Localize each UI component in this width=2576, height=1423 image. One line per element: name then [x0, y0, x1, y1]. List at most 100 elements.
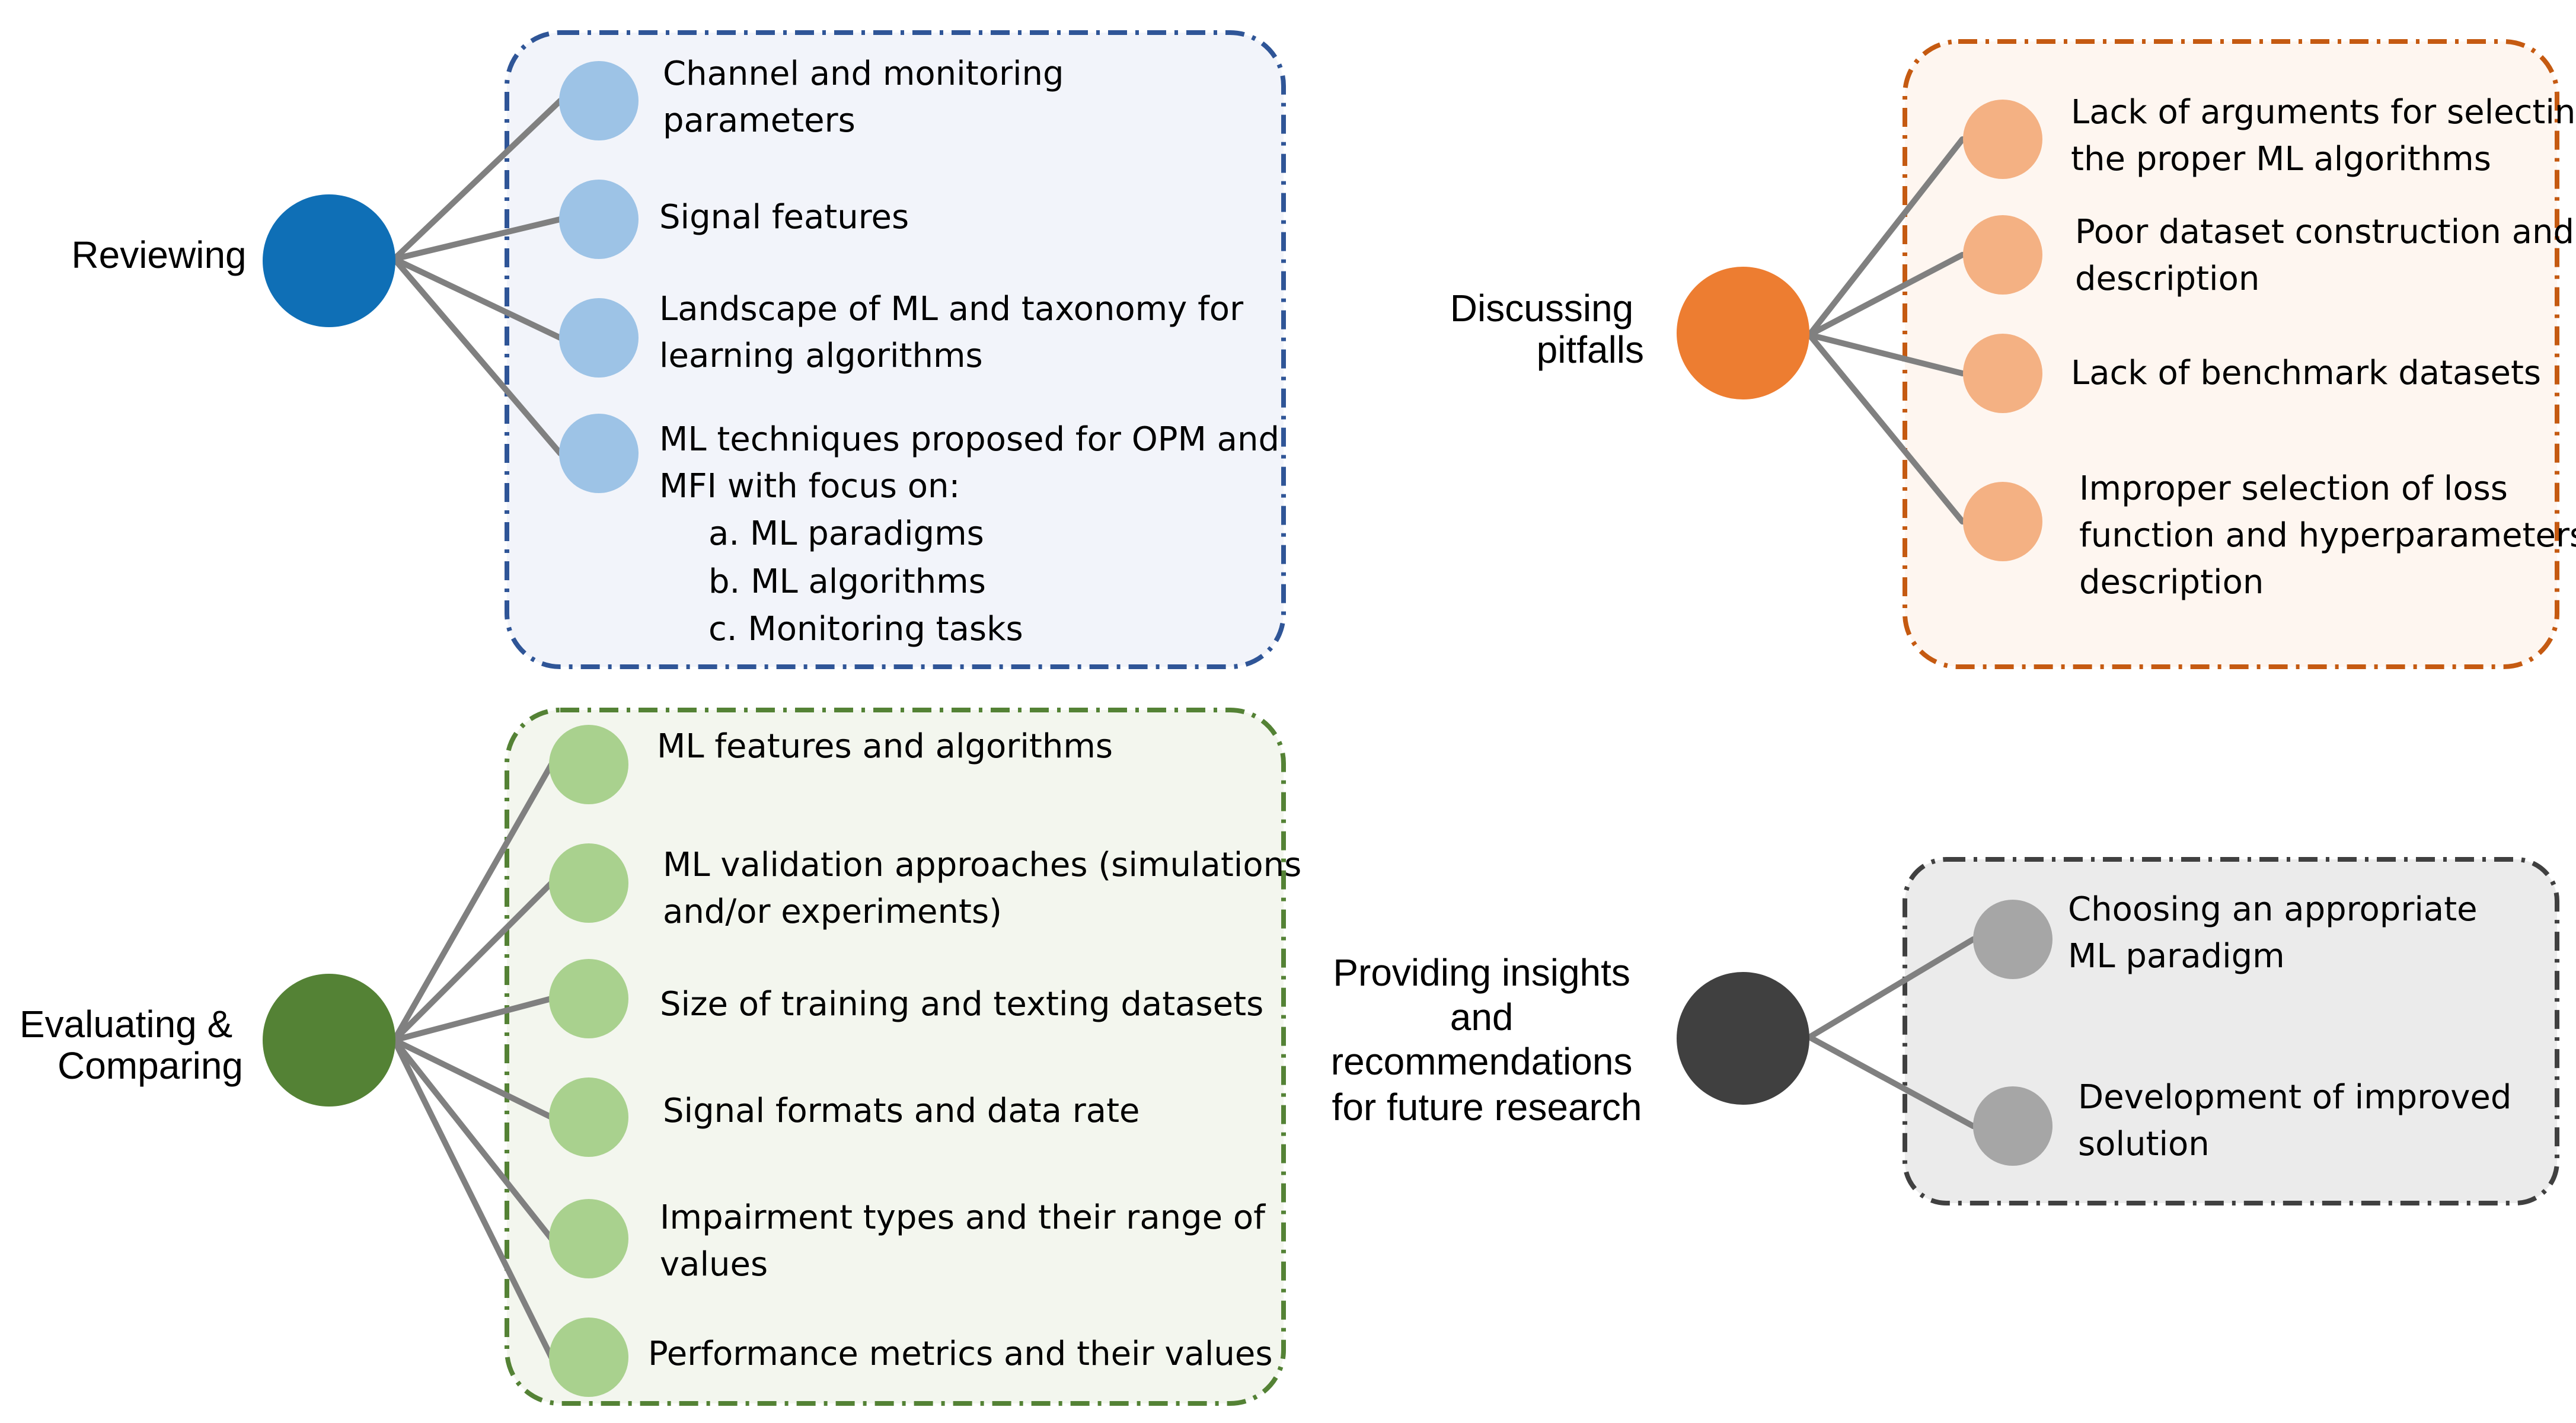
group-evaluating: Evaluating & Comparing ML features and a… — [20, 708, 1312, 1406]
insights-item-2-node — [1973, 1086, 2052, 1166]
pitfalls-connector-4 — [1806, 332, 1965, 525]
pitfalls-connectors — [1806, 136, 1965, 525]
reviewing-item-4-label: ML techniques proposed for OPM and MFI w… — [659, 420, 1290, 506]
evaluating-connector-5 — [391, 1037, 554, 1242]
evaluating-connector-4 — [391, 1037, 554, 1120]
pitfalls-main-node — [1677, 267, 1809, 399]
evaluating-title-line-2: Comparing — [58, 1044, 243, 1087]
evaluating-item-3-node — [549, 959, 628, 1038]
evaluating-item-6-node — [549, 1318, 628, 1397]
reviewing-subitem-c: c. Monitoring tasks — [708, 610, 1023, 648]
evaluating-item-2-node — [549, 843, 628, 923]
evaluating-item-2-label: ML validation approaches (simulations an… — [663, 846, 1312, 931]
evaluating-connectors — [391, 762, 554, 1360]
pitfalls-item-3-node — [1963, 334, 2042, 413]
pitfalls-title: Discussing pitfalls — [1450, 287, 1644, 371]
pitfalls-title-line-2: pitfalls — [1537, 328, 1644, 371]
pitfalls-item-1-line-1: Lack of arguments for selecting — [2071, 93, 2576, 132]
insights-box — [1903, 857, 2559, 1205]
evaluating-item-5-label: Impairment types and their range of valu… — [660, 1198, 1276, 1284]
reviewing-item-1-node — [559, 61, 639, 140]
pitfalls-item-4-label: Improper selection of loss function and … — [2079, 469, 2576, 602]
insights-item-2-label: Development of improved solution — [2078, 1078, 2522, 1163]
pitfalls-connector-2 — [1806, 252, 1965, 338]
evaluating-item-5-node — [549, 1199, 628, 1278]
pitfalls-item-2-node — [1963, 215, 2042, 295]
reviewing-item-3-label: Landscape of ML and taxonomy for learnin… — [659, 290, 1254, 375]
insights-item-1-node — [1973, 900, 2052, 979]
group-pitfalls: Discussing pitfalls Lack of arguments fo… — [1450, 39, 2576, 669]
reviewing-item-1-label: Channel and monitoring parameters — [663, 55, 1074, 140]
insights-title-line-3: recommendations — [1331, 1040, 1633, 1083]
evaluating-item-1-node — [549, 725, 628, 804]
pitfalls-item-2-line-1: Poor dataset construction and — [2075, 213, 2574, 251]
reviewing-connector-2 — [391, 216, 563, 262]
reviewing-subitem-b: b. ML algorithms — [708, 562, 986, 601]
insights-connectors — [1806, 936, 1976, 1129]
evaluating-main-node — [263, 974, 395, 1107]
evaluating-item-3-line-1: Size of training and texting datasets — [660, 985, 1263, 1024]
reviewing-title: Reviewing — [71, 234, 246, 276]
insights-item-2-line-2: solution — [2078, 1125, 2210, 1163]
reviewing-item-3-line-2: learning algorithms — [659, 337, 983, 375]
group-reviewing: Reviewing Channel and monitoring paramet… — [71, 30, 1290, 669]
group-insights: Providing insights and recommendations f… — [1331, 857, 2559, 1205]
insights-item-2-line-1: Development of improved — [2078, 1078, 2511, 1117]
evaluating-item-3-label: Size of training and texting datasets — [660, 985, 1263, 1024]
pitfalls-title-line-1: Discussing — [1450, 287, 1633, 330]
pitfalls-item-4-line-3: description — [2079, 563, 2264, 602]
evaluating-item-4-label: Signal formats and data rate — [663, 1092, 1139, 1130]
reviewing-item-2-line-1: Signal features — [659, 198, 909, 236]
pitfalls-item-4-node — [1963, 482, 2042, 561]
evaluating-item-6-line-1: Performance metrics and their values — [648, 1335, 1273, 1373]
insights-title: Providing insights and recommendations f… — [1331, 951, 1643, 1128]
reviewing-connector-3 — [391, 256, 563, 341]
evaluating-item-5-line-1: Impairment types and their range of — [660, 1198, 1266, 1237]
reviewing-box — [505, 30, 1286, 669]
pitfalls-item-3-label: Lack of benchmark datasets — [2071, 354, 2541, 392]
reviewing-connector-4 — [391, 256, 563, 456]
reviewing-item-4-line-1: ML techniques proposed for OPM and — [659, 420, 1279, 459]
insights-title-line-4: for future research — [1332, 1086, 1642, 1128]
reviewing-connectors — [391, 98, 563, 456]
reviewing-item-1-line-1: Channel and monitoring — [663, 55, 1064, 93]
reviewing-item-2-node — [559, 180, 639, 259]
pitfalls-item-3-line-1: Lack of benchmark datasets — [2071, 354, 2541, 392]
pitfalls-item-1-line-2: the proper ML algorithms — [2071, 140, 2491, 178]
insights-connector-1 — [1806, 936, 1976, 1040]
pitfalls-item-1-label: Lack of arguments for selecting the prop… — [2071, 93, 2576, 178]
evaluating-item-1-label: ML features and algorithms — [657, 727, 1113, 766]
insights-connector-2 — [1806, 1034, 1976, 1129]
pitfalls-item-2-line-2: description — [2075, 260, 2259, 298]
reviewing-title-line-1: Reviewing — [71, 234, 246, 276]
reviewing-item-3-line-1: Landscape of ML and taxonomy for — [659, 290, 1244, 328]
evaluating-item-6-label: Performance metrics and their values — [648, 1335, 1273, 1373]
reviewing-main-node — [263, 194, 395, 327]
reviewing-connector-1 — [391, 98, 563, 262]
pitfalls-connector-1 — [1806, 136, 1965, 338]
pitfalls-connector-3 — [1806, 332, 1965, 376]
evaluating-item-2-line-2: and/or experiments) — [663, 893, 1002, 931]
reviewing-subitems: a. ML paradigms b. ML algorithms c. Moni… — [708, 514, 1023, 648]
reviewing-item-4-node — [559, 414, 639, 493]
evaluating-title: Evaluating & Comparing — [20, 1003, 243, 1087]
evaluating-item-1-line-1: ML features and algorithms — [657, 727, 1113, 766]
pitfalls-item-4-line-1: Improper selection of loss — [2079, 469, 2508, 508]
insights-title-line-2: and — [1450, 996, 1514, 1038]
evaluating-connector-2 — [391, 880, 554, 1043]
pitfalls-item-2-label: Poor dataset construction and descriptio… — [2075, 213, 2576, 298]
reviewing-item-1-line-2: parameters — [663, 101, 856, 140]
evaluating-box — [505, 708, 1286, 1406]
evaluating-item-2-line-1: ML validation approaches (simulations — [663, 846, 1301, 884]
pitfalls-item-4-line-2: function and hyperparameters — [2079, 516, 2576, 555]
insights-title-line-1: Providing insights — [1333, 951, 1630, 994]
evaluating-item-4-line-1: Signal formats and data rate — [663, 1092, 1139, 1130]
reviewing-subitem-a: a. ML paradigms — [708, 514, 984, 553]
reviewing-item-3-node — [559, 298, 639, 378]
evaluating-connector-3 — [391, 996, 554, 1043]
evaluating-connector-6 — [391, 1037, 554, 1360]
evaluating-title-line-1: Evaluating & — [20, 1003, 232, 1045]
insights-item-1-line-1: Choosing an appropriate — [2068, 890, 2478, 929]
reviewing-item-2-label: Signal features — [659, 198, 909, 236]
